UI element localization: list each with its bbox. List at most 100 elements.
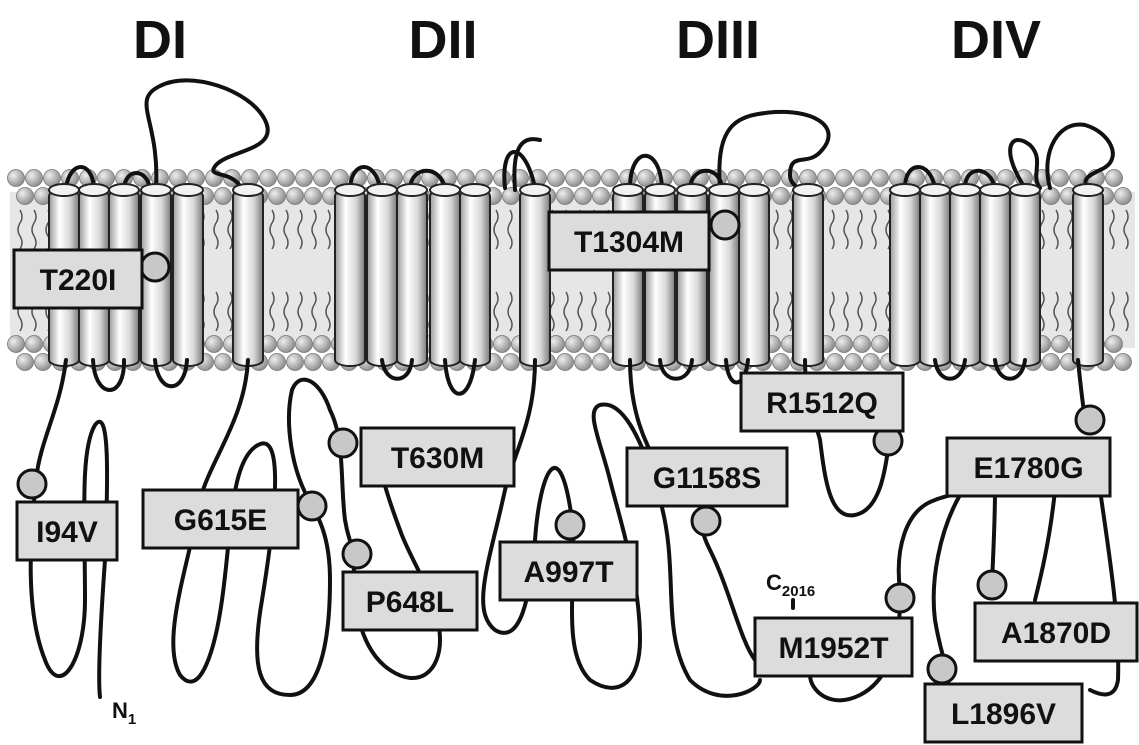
lipid-head bbox=[215, 188, 232, 205]
mutation-marker-e1780g bbox=[1076, 406, 1104, 434]
mutation-label-t630m: T630M bbox=[361, 428, 514, 486]
lipid-head bbox=[296, 170, 313, 187]
lipid-head bbox=[305, 354, 322, 371]
mutation-label-r1512q: R1512Q bbox=[741, 373, 903, 431]
lipid-head bbox=[872, 336, 889, 353]
lipid-head bbox=[854, 336, 871, 353]
mutation-label-text: G615E bbox=[174, 504, 267, 537]
helix-d2-s2 bbox=[367, 184, 397, 366]
lipid-head bbox=[845, 188, 862, 205]
mutation-label-e1780g: E1780G bbox=[947, 438, 1110, 496]
lipid-head bbox=[1043, 354, 1060, 371]
helix-d4-s2 bbox=[920, 184, 950, 366]
mutation-label-g1158s: G1158S bbox=[627, 448, 787, 506]
helix-d2-s4 bbox=[430, 184, 460, 366]
mutation-label-l1896v: L1896V bbox=[925, 684, 1082, 742]
lipid-head bbox=[8, 170, 25, 187]
domain-title-2: DII bbox=[408, 10, 477, 70]
domain-titles: DI DII DIII DIV bbox=[133, 10, 1041, 70]
helix-d3-s6 bbox=[793, 184, 823, 366]
lipid-head bbox=[863, 188, 880, 205]
lipid-head bbox=[287, 188, 304, 205]
helix-d2-s6 bbox=[520, 184, 550, 366]
lipid-head bbox=[314, 170, 331, 187]
lipid-head bbox=[287, 354, 304, 371]
lipid-head bbox=[206, 336, 223, 353]
n-terminus-label: N1 bbox=[112, 698, 136, 728]
mutation-label-t1304m: T1304M bbox=[549, 212, 709, 270]
helix-d1-s5 bbox=[173, 184, 203, 366]
mutation-marker-t220i bbox=[141, 253, 169, 281]
helix-d2-s3 bbox=[397, 184, 427, 366]
lipid-head bbox=[494, 170, 511, 187]
lipid-head bbox=[593, 354, 610, 371]
lipid-head bbox=[278, 170, 295, 187]
mutation-marker-t630m bbox=[329, 429, 357, 457]
mutation-marker-i94v bbox=[18, 470, 46, 498]
mutation-label-text: A1870D bbox=[1001, 617, 1111, 650]
domain-title-3: DIII bbox=[676, 10, 760, 70]
lipid-head bbox=[8, 336, 25, 353]
lipid-head bbox=[1052, 336, 1069, 353]
mutation-label-text: L1896V bbox=[951, 698, 1056, 731]
lipid-head bbox=[278, 336, 295, 353]
lipid-head bbox=[764, 170, 781, 187]
mutation-marker-m1952t bbox=[886, 584, 914, 612]
mutation-label-text: A997T bbox=[523, 556, 613, 589]
lipid-head bbox=[575, 188, 592, 205]
mutation-label-text: T220I bbox=[40, 264, 117, 297]
mutation-label-text: M1952T bbox=[778, 632, 888, 665]
lipid-head bbox=[584, 336, 601, 353]
mutation-marker-g1158s bbox=[692, 507, 720, 535]
lipid-head bbox=[773, 354, 790, 371]
lipid-head bbox=[1052, 170, 1069, 187]
lipid-head bbox=[836, 170, 853, 187]
helix-d4-s6 bbox=[1073, 184, 1103, 366]
lipid-head bbox=[26, 170, 43, 187]
mutation-label-text: T1304M bbox=[574, 226, 684, 259]
helix-d4-s4 bbox=[980, 184, 1010, 366]
helix-d4-s1 bbox=[890, 184, 920, 366]
helix-d3-s5 bbox=[739, 184, 769, 366]
mutation-label-p648l: P648L bbox=[343, 572, 477, 630]
mutation-marker-g615e bbox=[298, 492, 326, 520]
mutation-label-i94v: I94V bbox=[17, 502, 117, 560]
mutation-label-text: E1780G bbox=[973, 452, 1083, 485]
lipid-head bbox=[1115, 188, 1132, 205]
lipid-head bbox=[593, 188, 610, 205]
domain-title-4: DIV bbox=[951, 10, 1041, 70]
lipid-head bbox=[557, 354, 574, 371]
lipid-head bbox=[818, 170, 835, 187]
mutation-label-text: P648L bbox=[366, 586, 454, 619]
lipid-head bbox=[314, 336, 331, 353]
mutation-marker-a1870d bbox=[978, 571, 1006, 599]
mutation-label-text: R1512Q bbox=[766, 387, 878, 420]
lipid-head bbox=[494, 336, 511, 353]
mutation-marker-t1304m bbox=[711, 211, 739, 239]
lipid-head bbox=[296, 336, 313, 353]
lipid-head bbox=[503, 354, 520, 371]
mutation-marker-a997t bbox=[556, 511, 584, 539]
lipid-head bbox=[863, 354, 880, 371]
lipid-head bbox=[827, 188, 844, 205]
lipid-head bbox=[827, 354, 844, 371]
mutation-label-text: T630M bbox=[391, 442, 484, 475]
mutation-label-a997t: A997T bbox=[500, 542, 637, 600]
lipid-head bbox=[260, 170, 277, 187]
helix-d1-s6 bbox=[233, 184, 263, 366]
lipid-head bbox=[1106, 170, 1123, 187]
lipid-head bbox=[773, 188, 790, 205]
helix-d4-s3 bbox=[950, 184, 980, 366]
loop-dii-ext bbox=[350, 139, 540, 190]
lipid-head bbox=[575, 354, 592, 371]
mutation-label-text: I94V bbox=[36, 516, 98, 549]
domain-title-1: DI bbox=[133, 10, 187, 70]
lipid-head bbox=[269, 188, 286, 205]
lipid-head bbox=[17, 188, 34, 205]
lipid-head bbox=[305, 188, 322, 205]
mutation-marker-p648l bbox=[343, 540, 371, 568]
helix-d2-s1 bbox=[335, 184, 365, 366]
lipid-head bbox=[557, 188, 574, 205]
mutation-label-text: G1158S bbox=[653, 462, 761, 495]
lipid-head bbox=[269, 354, 286, 371]
